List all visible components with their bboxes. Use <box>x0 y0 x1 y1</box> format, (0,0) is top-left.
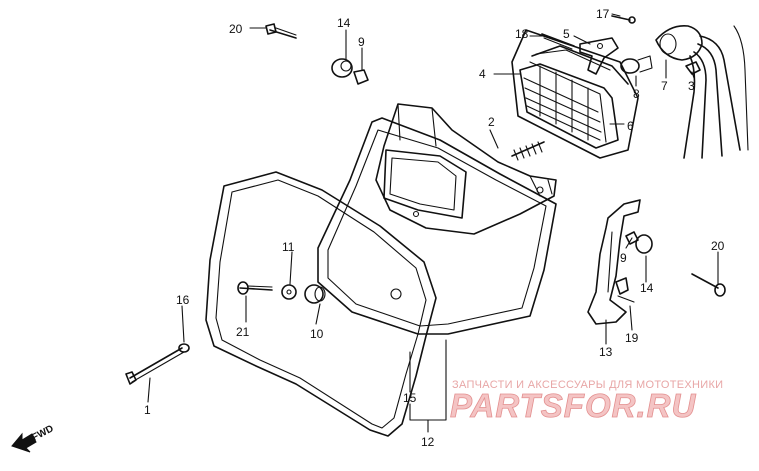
mounting-panel <box>317 117 557 335</box>
label-5: 5 <box>563 27 570 41</box>
part-labels: 20 14 9 18 5 17 4 3 7 8 6 2 11 10 21 16 … <box>144 7 725 449</box>
bulb <box>620 55 653 74</box>
label-15: 15 <box>403 391 417 405</box>
tail-light-lens <box>511 29 639 159</box>
fwd-label: FWD <box>30 423 55 443</box>
label-1: 1 <box>144 403 151 417</box>
label-13: 13 <box>599 345 613 359</box>
fwd-direction-marker: FWD <box>11 423 56 453</box>
nut-19 <box>615 277 635 303</box>
screw-17 <box>611 15 636 24</box>
fwd-arrow-icon <box>11 432 37 453</box>
label-3: 3 <box>688 79 695 93</box>
collar-9-side <box>625 231 639 245</box>
label-10: 10 <box>310 327 324 341</box>
side-bracket <box>587 199 641 325</box>
label-6: 6 <box>627 119 634 133</box>
label-11: 11 <box>282 240 295 254</box>
bulb-socket-harness <box>655 24 749 159</box>
washer-16 <box>178 343 190 353</box>
nut-3 <box>685 61 701 75</box>
label-19: 19 <box>625 331 639 345</box>
watermark: ЗАПЧАСТИ И АКСЕССУАРЫ ДЛЯ МОТОТЕХНИКИ PA… <box>450 379 723 424</box>
bolt-20-top <box>265 23 297 39</box>
lamp-bracket <box>541 33 619 75</box>
watermark-logo: PARTSFOR.RU <box>450 387 696 424</box>
label-14-top: 14 <box>337 16 351 30</box>
housing-box <box>375 103 557 235</box>
label-4: 4 <box>479 67 486 81</box>
label-21: 21 <box>236 325 250 339</box>
bolt-20-side <box>691 273 726 297</box>
label-12: 12 <box>421 435 435 449</box>
collar-9-top <box>353 69 369 85</box>
label-2: 2 <box>488 115 495 129</box>
label-8: 8 <box>633 87 640 101</box>
grommet-14-side <box>635 234 653 254</box>
label-14-side: 14 <box>640 281 654 295</box>
label-20-top: 20 <box>229 22 243 36</box>
grommet-10 <box>304 284 326 304</box>
screw-21 <box>237 281 273 295</box>
label-7: 7 <box>661 79 668 93</box>
label-18: 18 <box>515 27 529 41</box>
watermark-caption: ЗАПЧАСТИ И АКСЕССУАРЫ ДЛЯ МОТОТЕХНИКИ <box>452 379 723 391</box>
license-plate-frame <box>205 171 437 437</box>
washer-11 <box>281 284 297 300</box>
bolt-1 <box>125 347 185 385</box>
label-20-side: 20 <box>711 239 725 253</box>
label-9-side: 9 <box>620 251 627 265</box>
label-17: 17 <box>596 7 610 21</box>
spring <box>511 141 545 161</box>
leader-lines <box>147 13 719 433</box>
label-9-top: 9 <box>358 35 365 49</box>
label-16: 16 <box>176 293 190 307</box>
grommet-14-top <box>331 58 353 78</box>
